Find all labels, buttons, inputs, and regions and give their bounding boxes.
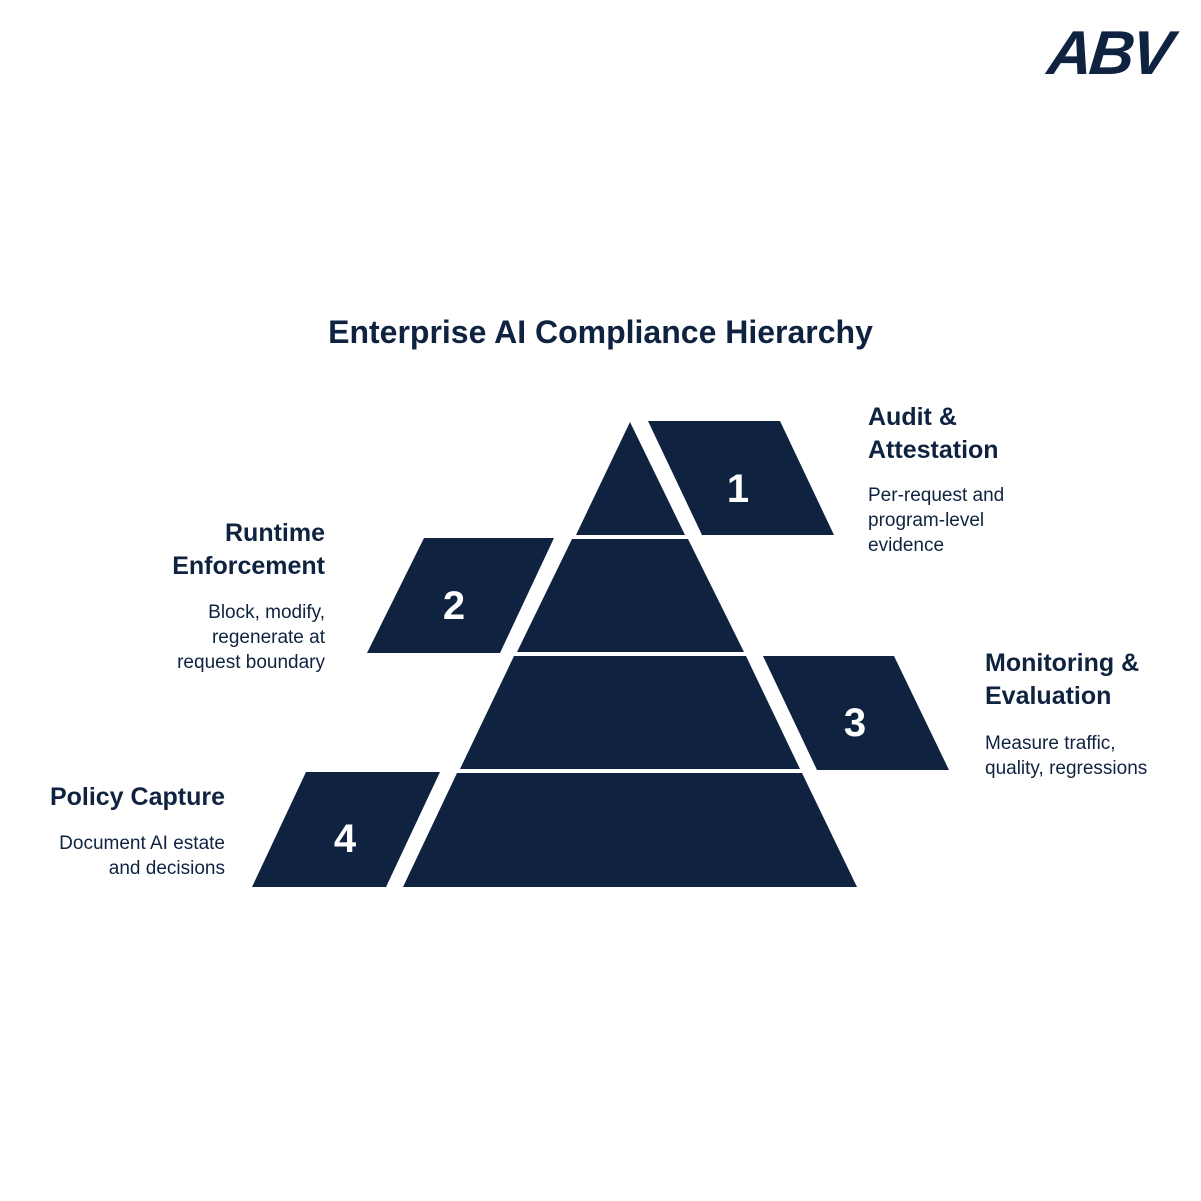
level-3-heading-line: Evaluation <box>985 682 1112 710</box>
step-number-4: 4 <box>333 817 357 861</box>
level-4-heading-line: Policy Capture <box>49 783 225 811</box>
step-number-3: 3 <box>843 701 867 745</box>
level-1-description-line: program-level <box>868 510 985 531</box>
brand-logo: ABV <box>1044 19 1174 88</box>
step-number-1: 1 <box>726 467 750 511</box>
level-2-heading-line: Enforcement <box>172 552 325 580</box>
level-4-description-line: and decisions <box>108 858 225 879</box>
pyramid-tier-4 <box>403 773 857 887</box>
pyramid-tier-1 <box>576 422 685 535</box>
level-1-heading-line: Attestation <box>868 436 999 464</box>
pyramid-tier-3 <box>460 656 800 769</box>
level-1-description-line: evidence <box>868 535 945 556</box>
level-2-description-line: request boundary <box>177 652 325 673</box>
diagram-title: Enterprise AI Compliance Hierarchy <box>328 314 873 350</box>
level-2-heading: Runtime Enforcement <box>25 517 325 583</box>
level-3-heading-line: Monitoring & <box>985 649 1140 677</box>
level-2-description-line: Block, modify, <box>208 602 325 623</box>
step-number-2: 2 <box>442 584 466 628</box>
level-4-description: Document AI estate and decisions <box>20 831 225 881</box>
level-4-description-line: Document AI estate <box>59 833 225 854</box>
level-3-description-line: quality, regressions <box>985 758 1148 779</box>
level-2-description-line: regenerate at <box>211 627 325 648</box>
step-card-1 <box>648 421 834 535</box>
step-card-2 <box>367 538 554 653</box>
level-2-description: Block, modify, regenerate at request bou… <box>25 600 325 675</box>
level-4-heading: Policy Capture <box>20 781 225 814</box>
level-3-heading: Monitoring & Evaluation <box>985 647 1195 713</box>
level-1-heading: Audit & Attestation <box>868 401 1168 467</box>
step-card-4 <box>252 772 440 887</box>
level-1-description-line: Per-request and <box>868 485 1005 506</box>
level-1-heading-line: Audit & <box>868 403 957 431</box>
level-3-description-line: Measure traffic, <box>985 733 1116 754</box>
step-card-3 <box>763 656 949 770</box>
level-2-heading-line: Runtime <box>225 519 325 547</box>
level-3-description: Measure traffic, quality, regressions <box>985 731 1195 781</box>
pyramid-tier-2 <box>517 539 744 652</box>
level-1-description: Per-request and program-level evidence <box>868 483 1168 558</box>
